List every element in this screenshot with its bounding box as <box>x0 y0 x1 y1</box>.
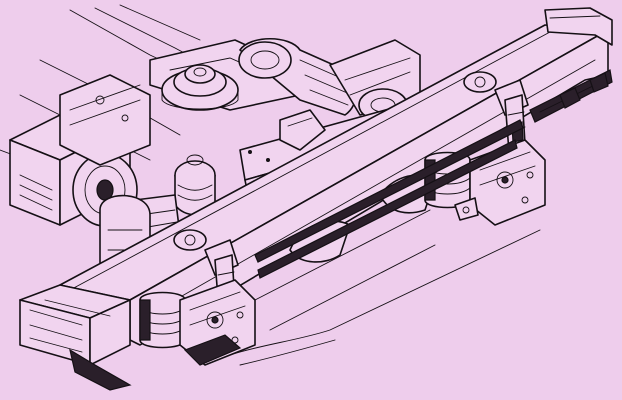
primary-spring <box>139 291 186 349</box>
axlebox <box>179 279 256 366</box>
pivot-center <box>161 64 239 111</box>
traction-motor <box>238 38 421 122</box>
wheel <box>229 209 541 366</box>
front-end-box <box>19 284 132 391</box>
leaf-spring <box>254 69 613 279</box>
